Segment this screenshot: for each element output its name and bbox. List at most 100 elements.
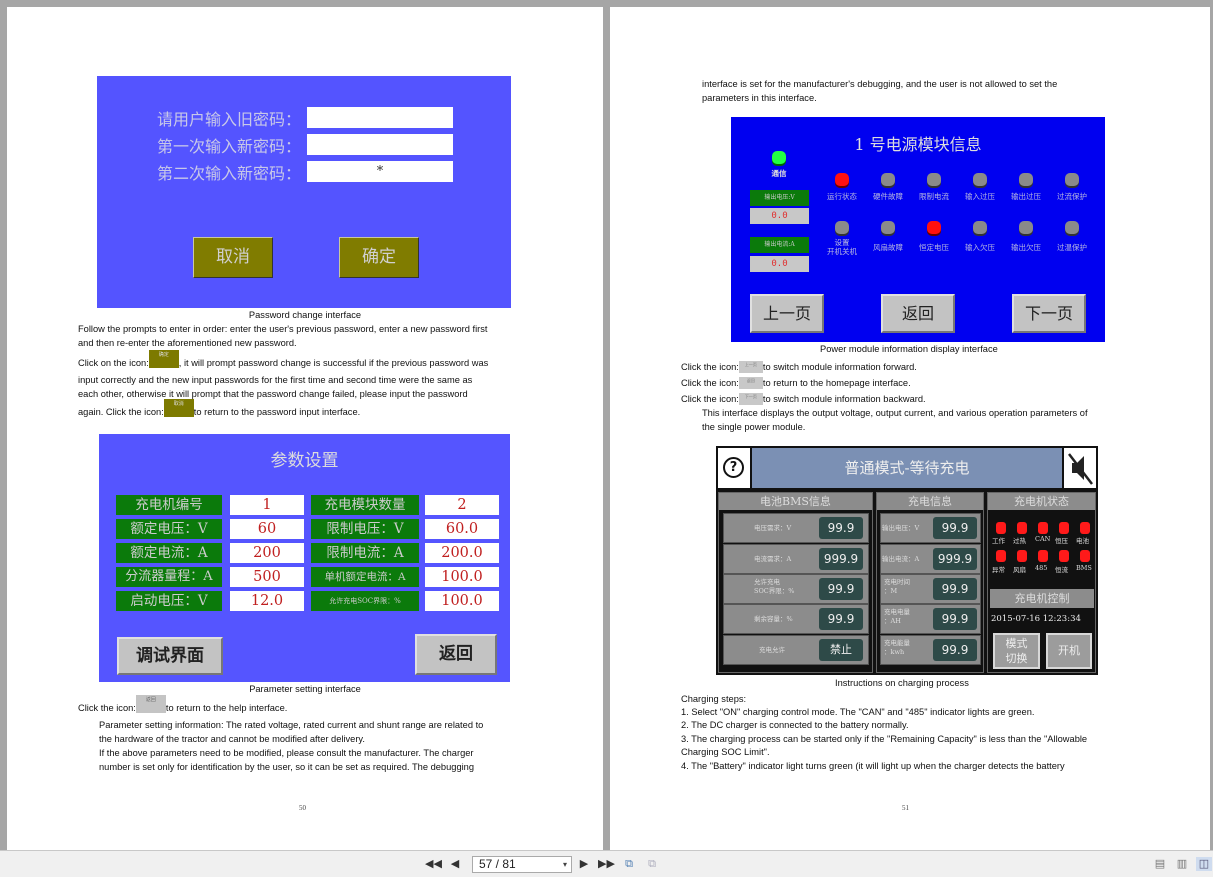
param-value[interactable]: 1 — [230, 495, 304, 515]
next-page-button[interactable]: 下一页 — [1012, 294, 1086, 333]
bms-label: 充电允许 — [759, 646, 785, 654]
led-label: 恒流 — [1055, 566, 1068, 574]
go-back-view-icon[interactable]: ⧉ — [625, 857, 633, 870]
status-led — [1080, 522, 1090, 534]
param-value[interactable]: 2 — [425, 495, 499, 515]
debug-interface-button[interactable]: 调试界面 — [117, 637, 223, 675]
led-label: 异常 — [992, 566, 1005, 574]
chevron-down-icon[interactable]: ▾ — [562, 860, 567, 869]
status-led — [881, 221, 895, 234]
status-led — [1038, 550, 1048, 562]
status-label: 限制电流 — [919, 192, 949, 201]
param-value[interactable]: 200 — [230, 543, 304, 563]
back-button[interactable]: 返回 — [415, 634, 497, 675]
cancel-button[interactable]: 取消 — [193, 237, 273, 278]
bms-title: 电池BMS信息 — [719, 493, 872, 510]
status-led — [1019, 221, 1033, 234]
status-led — [1038, 522, 1048, 534]
status-banner: 普通模式-等待充电 — [752, 448, 1062, 488]
param-label: 充电机编号 — [116, 495, 222, 515]
led-label: BMS — [1076, 564, 1092, 572]
prev-page-button[interactable]: 上一页 — [750, 294, 824, 333]
text-segment: to return to the password input interfac… — [193, 407, 361, 417]
status-label: 输出过压 — [1011, 192, 1041, 201]
param-label: 额定电压：V — [116, 519, 222, 539]
output-voltage-value: 0.0 — [750, 208, 809, 224]
bms-value: 99.9 — [819, 608, 863, 630]
page-50: 请用户输入旧密码： 第一次输入新密码： 第二次输入新密码： * 取消 确定 Pa… — [7, 7, 603, 850]
confirm-password-input[interactable]: * — [307, 161, 453, 182]
param-label: 单机额定电流：A — [311, 567, 419, 587]
status-led — [927, 221, 941, 234]
bms-row: 充电允许 禁止 — [723, 635, 869, 665]
param-label: 启动电压：V — [116, 591, 222, 611]
param-label: 充电模块数量 — [311, 495, 419, 515]
led-label: 风扇 — [1013, 566, 1026, 574]
continuous-view-icon[interactable]: ▥ — [1176, 857, 1188, 870]
confirm-button[interactable]: 确定 — [339, 237, 419, 278]
param-value[interactable]: 12.0 — [230, 591, 304, 611]
status-label: 风扇故障 — [873, 243, 903, 252]
status-label: 输入欠压 — [965, 243, 995, 252]
status-led — [1059, 522, 1069, 534]
paragraph-line: Click on the icon:确定, it will prompt pas… — [78, 350, 488, 370]
password-change-screen: 请用户输入旧密码： 第一次输入新密码： 第二次输入新密码： * 取消 确定 — [97, 76, 511, 308]
paragraph-line: the hardware of the tractor and cannot b… — [99, 734, 365, 744]
param-label: 限制电压：V — [311, 519, 419, 539]
status-led — [1080, 550, 1090, 562]
next-page-icon[interactable]: ▶ — [579, 857, 589, 870]
param-value[interactable]: 60.0 — [425, 519, 499, 539]
mute-button[interactable] — [1064, 448, 1096, 488]
previous-page-icon[interactable]: ◀ — [450, 857, 460, 870]
text-segment: Click the icon: — [78, 703, 136, 713]
param-value[interactable]: 100.0 — [425, 567, 499, 587]
help-button[interactable]: ? — [718, 448, 750, 488]
charge-value: 99.9 — [933, 578, 977, 600]
status-led — [1019, 173, 1033, 186]
old-password-label: 请用户输入旧密码： — [157, 110, 302, 129]
prev-page-icon: 上一页 — [738, 361, 763, 373]
param-label: 分流器量程：A — [116, 567, 222, 587]
new-password-input[interactable] — [307, 134, 453, 155]
datetime-display: 2015-07-16 12:23:34 — [991, 614, 1081, 624]
figure-caption: Parameter setting interface — [249, 684, 361, 694]
back-icon: 返回 — [738, 377, 763, 389]
status-label: 输出欠压 — [1011, 243, 1041, 252]
single-page-view-icon[interactable]: ▤ — [1154, 857, 1166, 870]
param-value[interactable]: 500 — [230, 567, 304, 587]
mode-switch-button[interactable]: 模式 切换 — [993, 633, 1040, 669]
first-page-icon[interactable]: ◀◀ — [425, 857, 442, 870]
paragraph-line: Parameter setting information: The rated… — [99, 720, 484, 730]
bms-label: 电压需求：V — [754, 524, 792, 532]
bms-value: 999.9 — [819, 548, 863, 570]
status-led — [835, 221, 849, 234]
figure-caption: Password change interface — [248, 310, 362, 320]
charge-label: 充电时间 ：M — [884, 578, 910, 595]
back-button[interactable]: 返回 — [881, 294, 955, 333]
two-page-view-icon[interactable]: ◫ — [1196, 857, 1212, 871]
paragraph-line: Click the icon:返回to return to the help i… — [78, 695, 287, 715]
output-current-value: 0.0 — [750, 256, 809, 272]
paragraph-line: 2. The DC charger is connected to the ba… — [681, 720, 909, 730]
paragraph-line: input correctly and the new input passwo… — [78, 375, 473, 385]
page-51: interface is set for the manufacturer's … — [610, 7, 1210, 850]
last-page-icon[interactable]: ▶▶ — [598, 857, 615, 870]
bms-value: 99.9 — [819, 517, 863, 539]
page-number-input[interactable]: 57 / 81 ▾ — [472, 856, 572, 873]
param-value[interactable]: 200.0 — [425, 543, 499, 563]
status-led — [1065, 173, 1079, 186]
old-password-input[interactable] — [307, 107, 453, 128]
status-label: 硬件故障 — [873, 192, 903, 201]
paragraph-line: the single power module. — [702, 422, 806, 432]
go-forward-view-icon[interactable]: ⧉ — [648, 857, 656, 870]
status-label: 过温保护 — [1057, 243, 1087, 252]
param-value[interactable]: 100.0 — [425, 591, 499, 611]
charge-row: 充电电量 ：AH 99.9 — [880, 604, 981, 634]
charge-permit-value: 禁止 — [819, 639, 863, 661]
bms-label: 剩余容量：% — [754, 615, 793, 623]
cancel-button-icon: 取消 — [163, 399, 194, 417]
power-on-button[interactable]: 开机 — [1046, 633, 1092, 669]
figure-caption: Power module information display interfa… — [820, 344, 998, 354]
param-value[interactable]: 60 — [230, 519, 304, 539]
